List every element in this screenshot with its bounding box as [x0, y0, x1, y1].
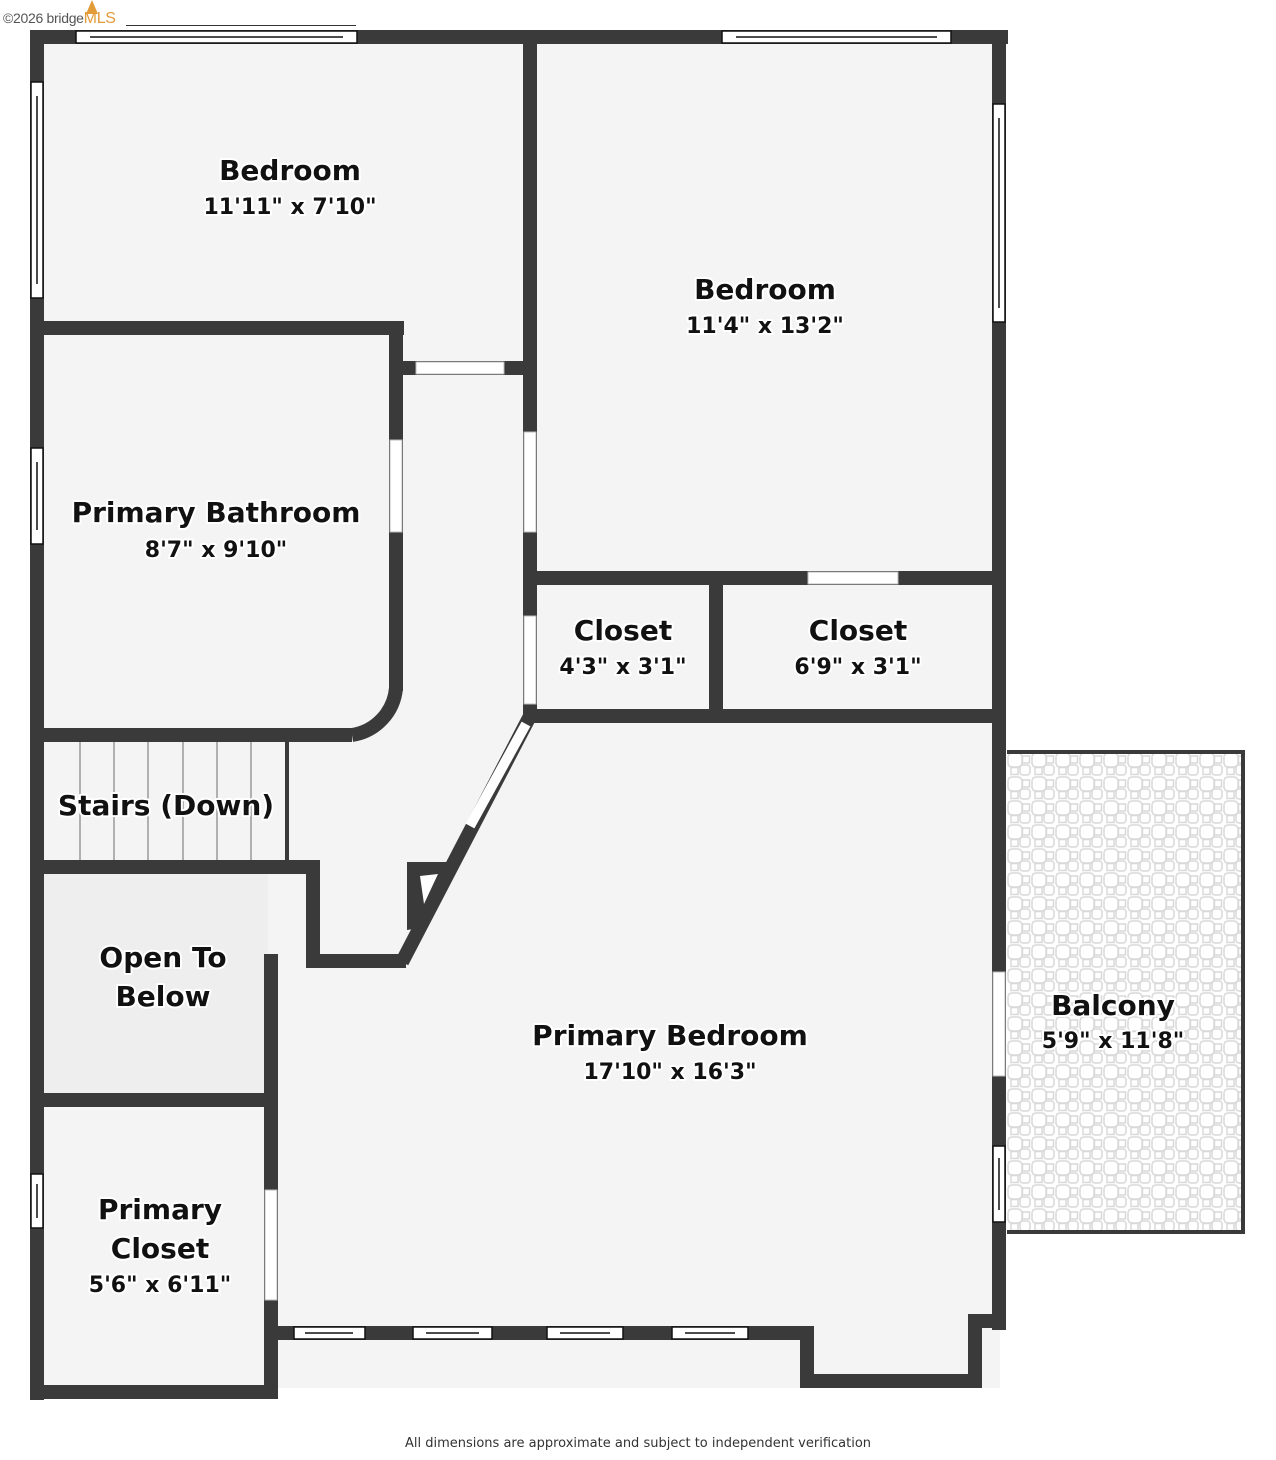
- floors: [38, 38, 1000, 1388]
- diagonal-wall: [395, 712, 537, 966]
- room-primary-bedroom: Primary Bedroom 17'10" x 16'3": [530, 1017, 810, 1087]
- room-bedroom-2: Bedroom 11'4" x 13'2": [684, 271, 846, 341]
- room-dimensions: 11'4" x 13'2": [686, 314, 844, 339]
- room-name-line2: Closet: [111, 1232, 209, 1265]
- bridgemls-logo-icon: [86, 0, 98, 14]
- room-name: Primary Bathroom: [72, 496, 361, 529]
- room-closet-1: Closet 4'3" x 3'1": [557, 612, 688, 682]
- room-bedroom-1: Bedroom 11'11" x 7'10": [201, 152, 378, 222]
- room-name: Closet: [574, 614, 672, 647]
- balcony: [1007, 750, 1245, 1234]
- room-name: Bedroom: [219, 154, 361, 187]
- copyright-watermark: ©2026 bridgeMLS: [3, 10, 116, 28]
- room-dimensions: 6'9" x 3'1": [794, 655, 921, 680]
- watermark-underline: [126, 25, 356, 26]
- room-closet-2: Closet 6'9" x 3'1": [792, 612, 923, 682]
- room-open-to-below: Open To Below: [97, 939, 228, 1015]
- room-name-line1: Primary: [98, 1193, 222, 1226]
- room-dimensions: 5'6" x 6'11": [89, 1273, 231, 1298]
- brand-text: MLS: [83, 10, 116, 27]
- room-dimensions: 17'10" x 16'3": [583, 1060, 756, 1085]
- room-primary-closet: Primary Closet 5'6" x 6'11": [87, 1191, 233, 1300]
- room-stairs: Stairs (Down): [56, 787, 276, 824]
- room-dimensions: 11'11" x 7'10": [203, 195, 376, 220]
- room-primary-bathroom: Primary Bathroom 8'7" x 9'10": [70, 494, 363, 565]
- room-name: Primary Bedroom: [532, 1019, 808, 1052]
- room-dimensions: 5'9" x 11'8": [1042, 1029, 1184, 1054]
- room-labels: Bedroom 11'11" x 7'10" Bedroom 11'4" x 1…: [56, 152, 1186, 1300]
- floor-plan: Bedroom 11'11" x 7'10" Bedroom 11'4" x 1…: [30, 30, 1245, 1400]
- copyright-text: ©2026 bridge: [3, 10, 84, 26]
- room-name: Bedroom: [694, 273, 836, 306]
- room-dimensions: 4'3" x 3'1": [559, 655, 686, 680]
- open-to-below-floor: [38, 868, 268, 1100]
- room-dimensions: 8'7" x 9'10": [145, 538, 287, 563]
- balcony-tile-floor: [1007, 752, 1245, 1232]
- room-name: Closet: [809, 614, 907, 647]
- room-name: Stairs (Down): [58, 789, 274, 822]
- disclaimer-text: All dimensions are approximate and subje…: [404, 1436, 872, 1451]
- stairs-treads: [79, 742, 289, 860]
- balcony-railing: [1007, 750, 1245, 1234]
- doorways: [264, 361, 1006, 1301]
- room-name-line1: Open To: [99, 941, 226, 974]
- room-name: Balcony: [1051, 989, 1175, 1022]
- windows: [30, 30, 1006, 1340]
- bathroom-curved-wall: [350, 687, 403, 742]
- room-balcony: Balcony 5'9" x 11'8": [1040, 987, 1186, 1056]
- primary-bedroom-floor: [272, 716, 1000, 1380]
- room-name-line2: Below: [115, 980, 210, 1013]
